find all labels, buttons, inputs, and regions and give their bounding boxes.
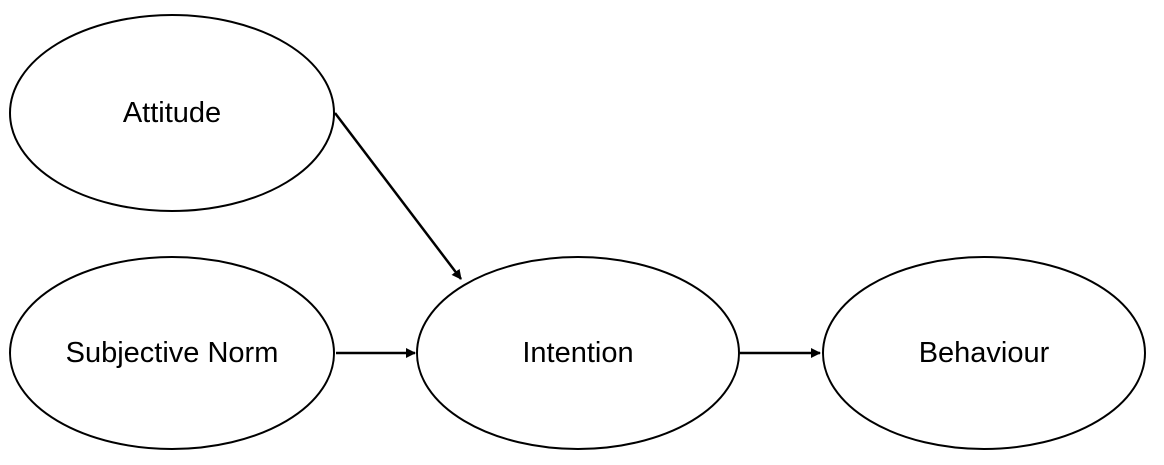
node-intention: Intention	[416, 256, 740, 450]
node-behaviour: Behaviour	[822, 256, 1146, 450]
node-attitude-ellipse	[9, 14, 335, 212]
edges	[334, 112, 821, 358]
node-subjective-norm-ellipse	[9, 256, 335, 450]
node-subjective-norm: Subjective Norm	[9, 256, 335, 450]
node-subjective-norm-label: Subjective Norm	[66, 337, 279, 369]
node-behaviour-ellipse	[822, 256, 1146, 450]
node-attitude: Attitude	[9, 14, 335, 212]
node-attitude-label: Attitude	[123, 97, 221, 129]
node-behaviour-label: Behaviour	[919, 337, 1050, 369]
node-intention-label: Intention	[522, 337, 633, 369]
edge-attitude-to-intention	[334, 112, 462, 280]
node-intention-ellipse	[416, 256, 740, 450]
